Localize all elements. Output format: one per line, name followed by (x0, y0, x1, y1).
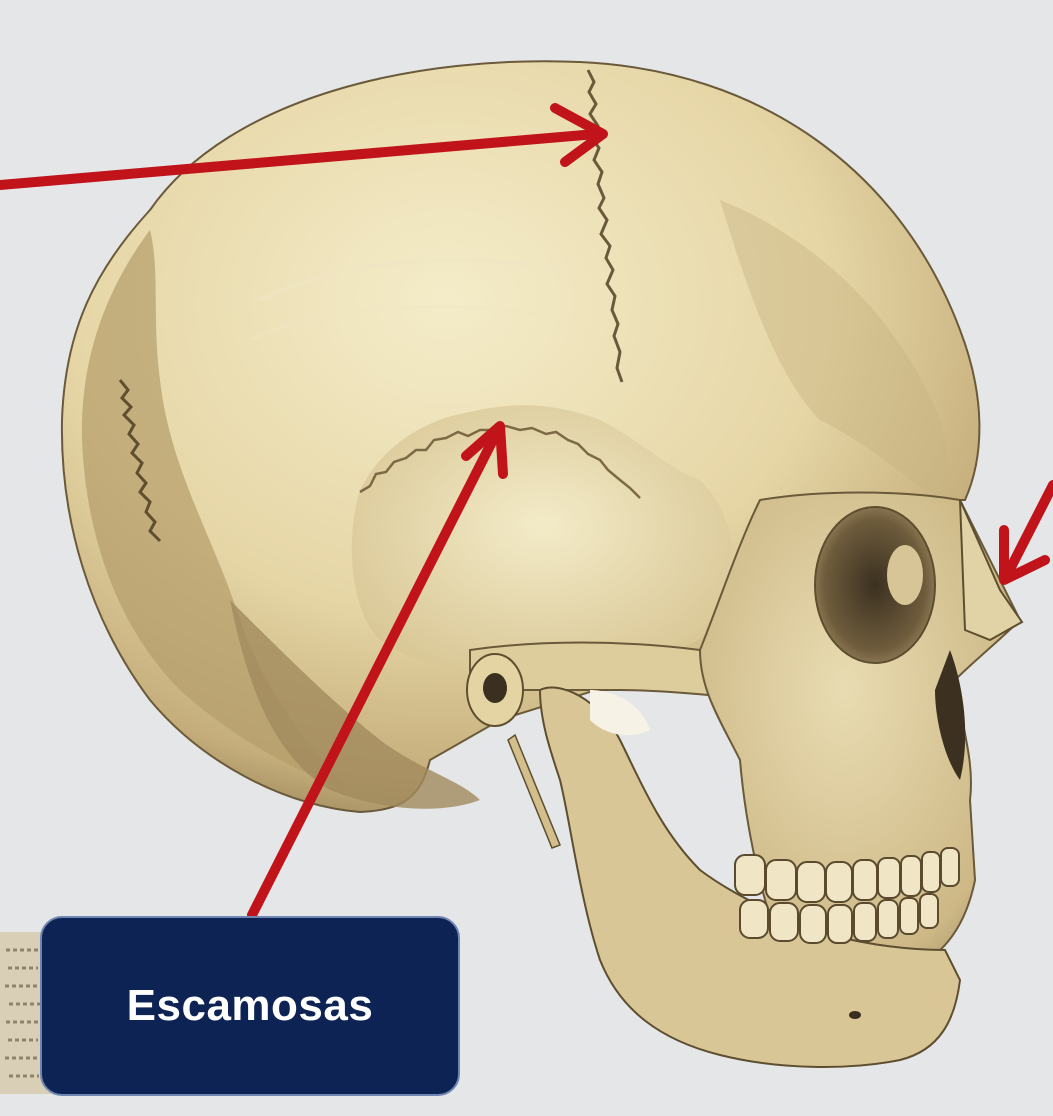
teeth (735, 848, 959, 943)
label-escamosas: Escamosas (127, 981, 374, 1031)
arrow-nasal (1004, 485, 1053, 580)
label-box: Escamosas (40, 916, 460, 1096)
